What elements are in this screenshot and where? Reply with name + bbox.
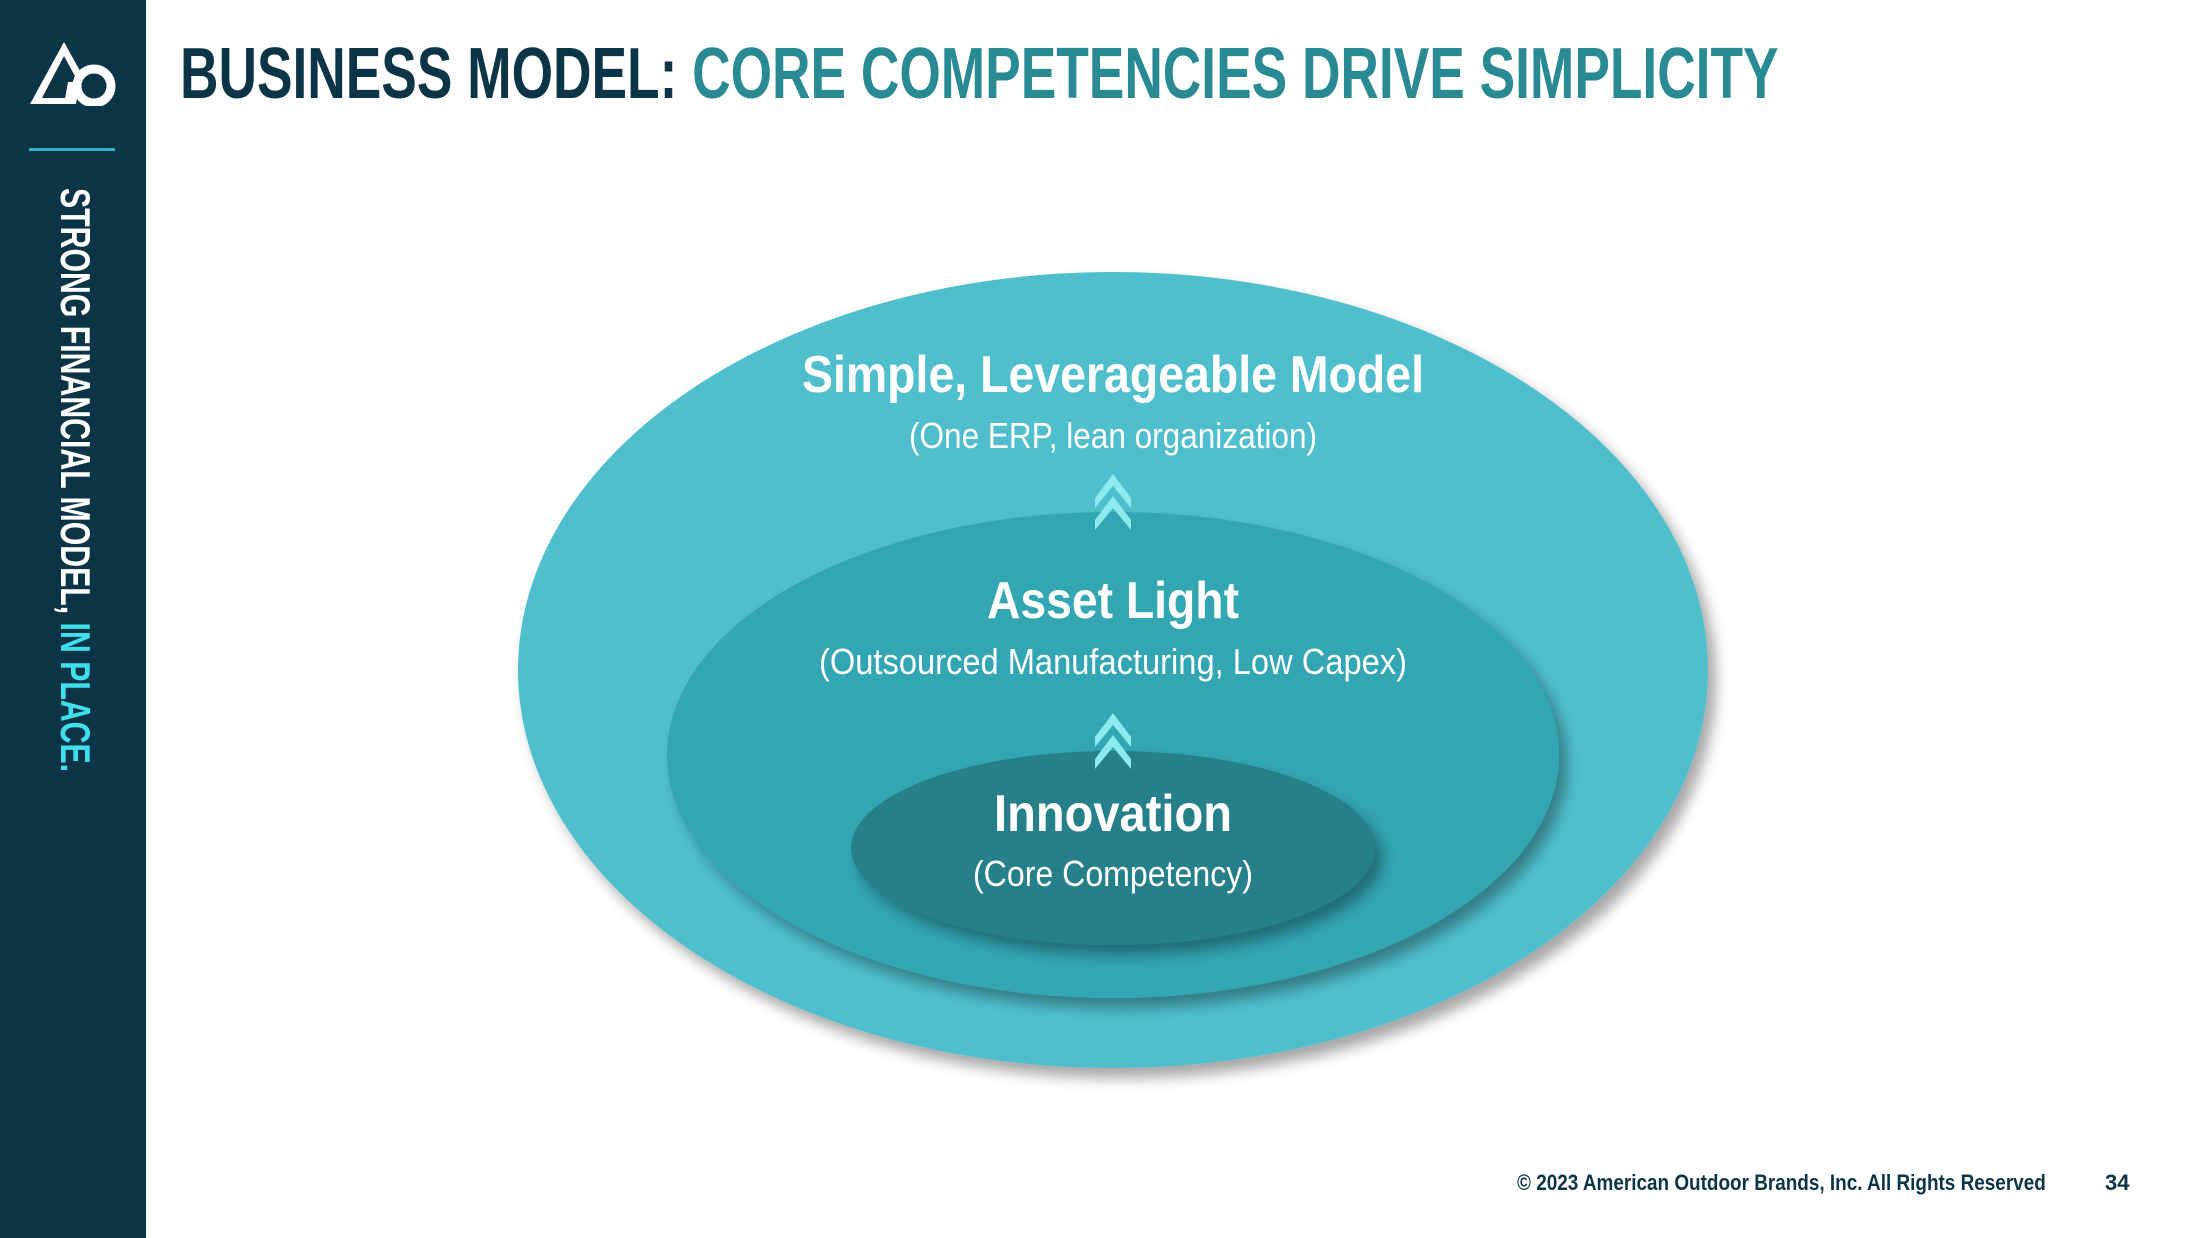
sidebar-tagline-main: STRONG FINANCIAL MODEL, bbox=[52, 188, 99, 623]
inner-ellipse-title: Innovation bbox=[994, 785, 1232, 843]
page-number: 34 bbox=[2105, 1170, 2130, 1195]
page-title-lead: BUSINESS MODEL: bbox=[180, 34, 693, 114]
double-chevron-up-icon bbox=[1095, 474, 1131, 530]
sidebar-tagline: STRONG FINANCIAL MODEL, IN PLACE. bbox=[52, 188, 99, 773]
sidebar-divider bbox=[29, 148, 115, 151]
middle-ellipse-title: Asset Light bbox=[987, 572, 1239, 630]
page-title: BUSINESS MODEL: CORE COMPETENCIES DRIVE … bbox=[180, 30, 1779, 118]
middle-ellipse-subtitle: (Outsourced Manufacturing, Low Capex) bbox=[819, 641, 1407, 682]
page-title-highlight: CORE COMPETENCIES DRIVE SIMPLICITY bbox=[692, 34, 1779, 114]
sidebar: STRONG FINANCIAL MODEL, IN PLACE. bbox=[0, 0, 146, 1238]
inner-ellipse bbox=[851, 751, 1375, 945]
sidebar-tagline-accent: IN PLACE. bbox=[52, 622, 99, 773]
inner-ellipse-subtitle: (Core Competency) bbox=[973, 853, 1253, 894]
footer-copyright: © 2023 American Outdoor Brands, Inc. All… bbox=[1517, 1170, 2046, 1195]
outer-ellipse-subtitle: (One ERP, lean organization) bbox=[909, 415, 1317, 456]
brand-logo-icon bbox=[30, 42, 116, 106]
outer-ellipse-title: Simple, Leverageable Model bbox=[802, 346, 1424, 404]
double-chevron-up-icon bbox=[1095, 713, 1131, 769]
